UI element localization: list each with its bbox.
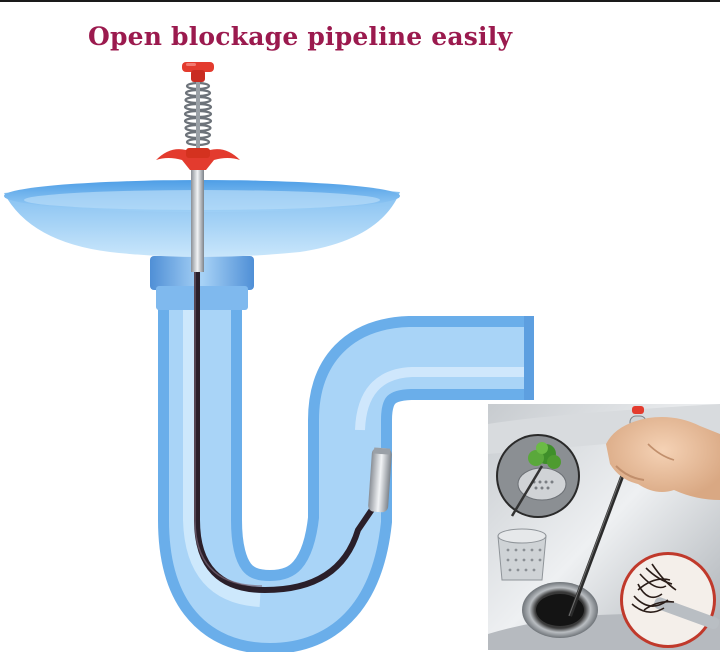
circle-inset-hair [620,552,720,648]
pipe-illustration [4,62,534,652]
circle-inset-strainer [496,434,580,518]
claw-tip [368,447,392,513]
hand [606,417,720,500]
tool-cable [194,267,378,594]
tool-finger-grip [156,148,240,170]
drain-fitting [150,256,254,310]
tool-shaft [191,168,204,272]
tool-button [182,62,214,82]
strainer-basket [497,528,547,581]
inset-sink-photo [488,404,720,650]
top-border [0,0,720,2]
s-trap-pipe [158,300,534,652]
headline: Open blockage pipeline easily [88,22,513,51]
